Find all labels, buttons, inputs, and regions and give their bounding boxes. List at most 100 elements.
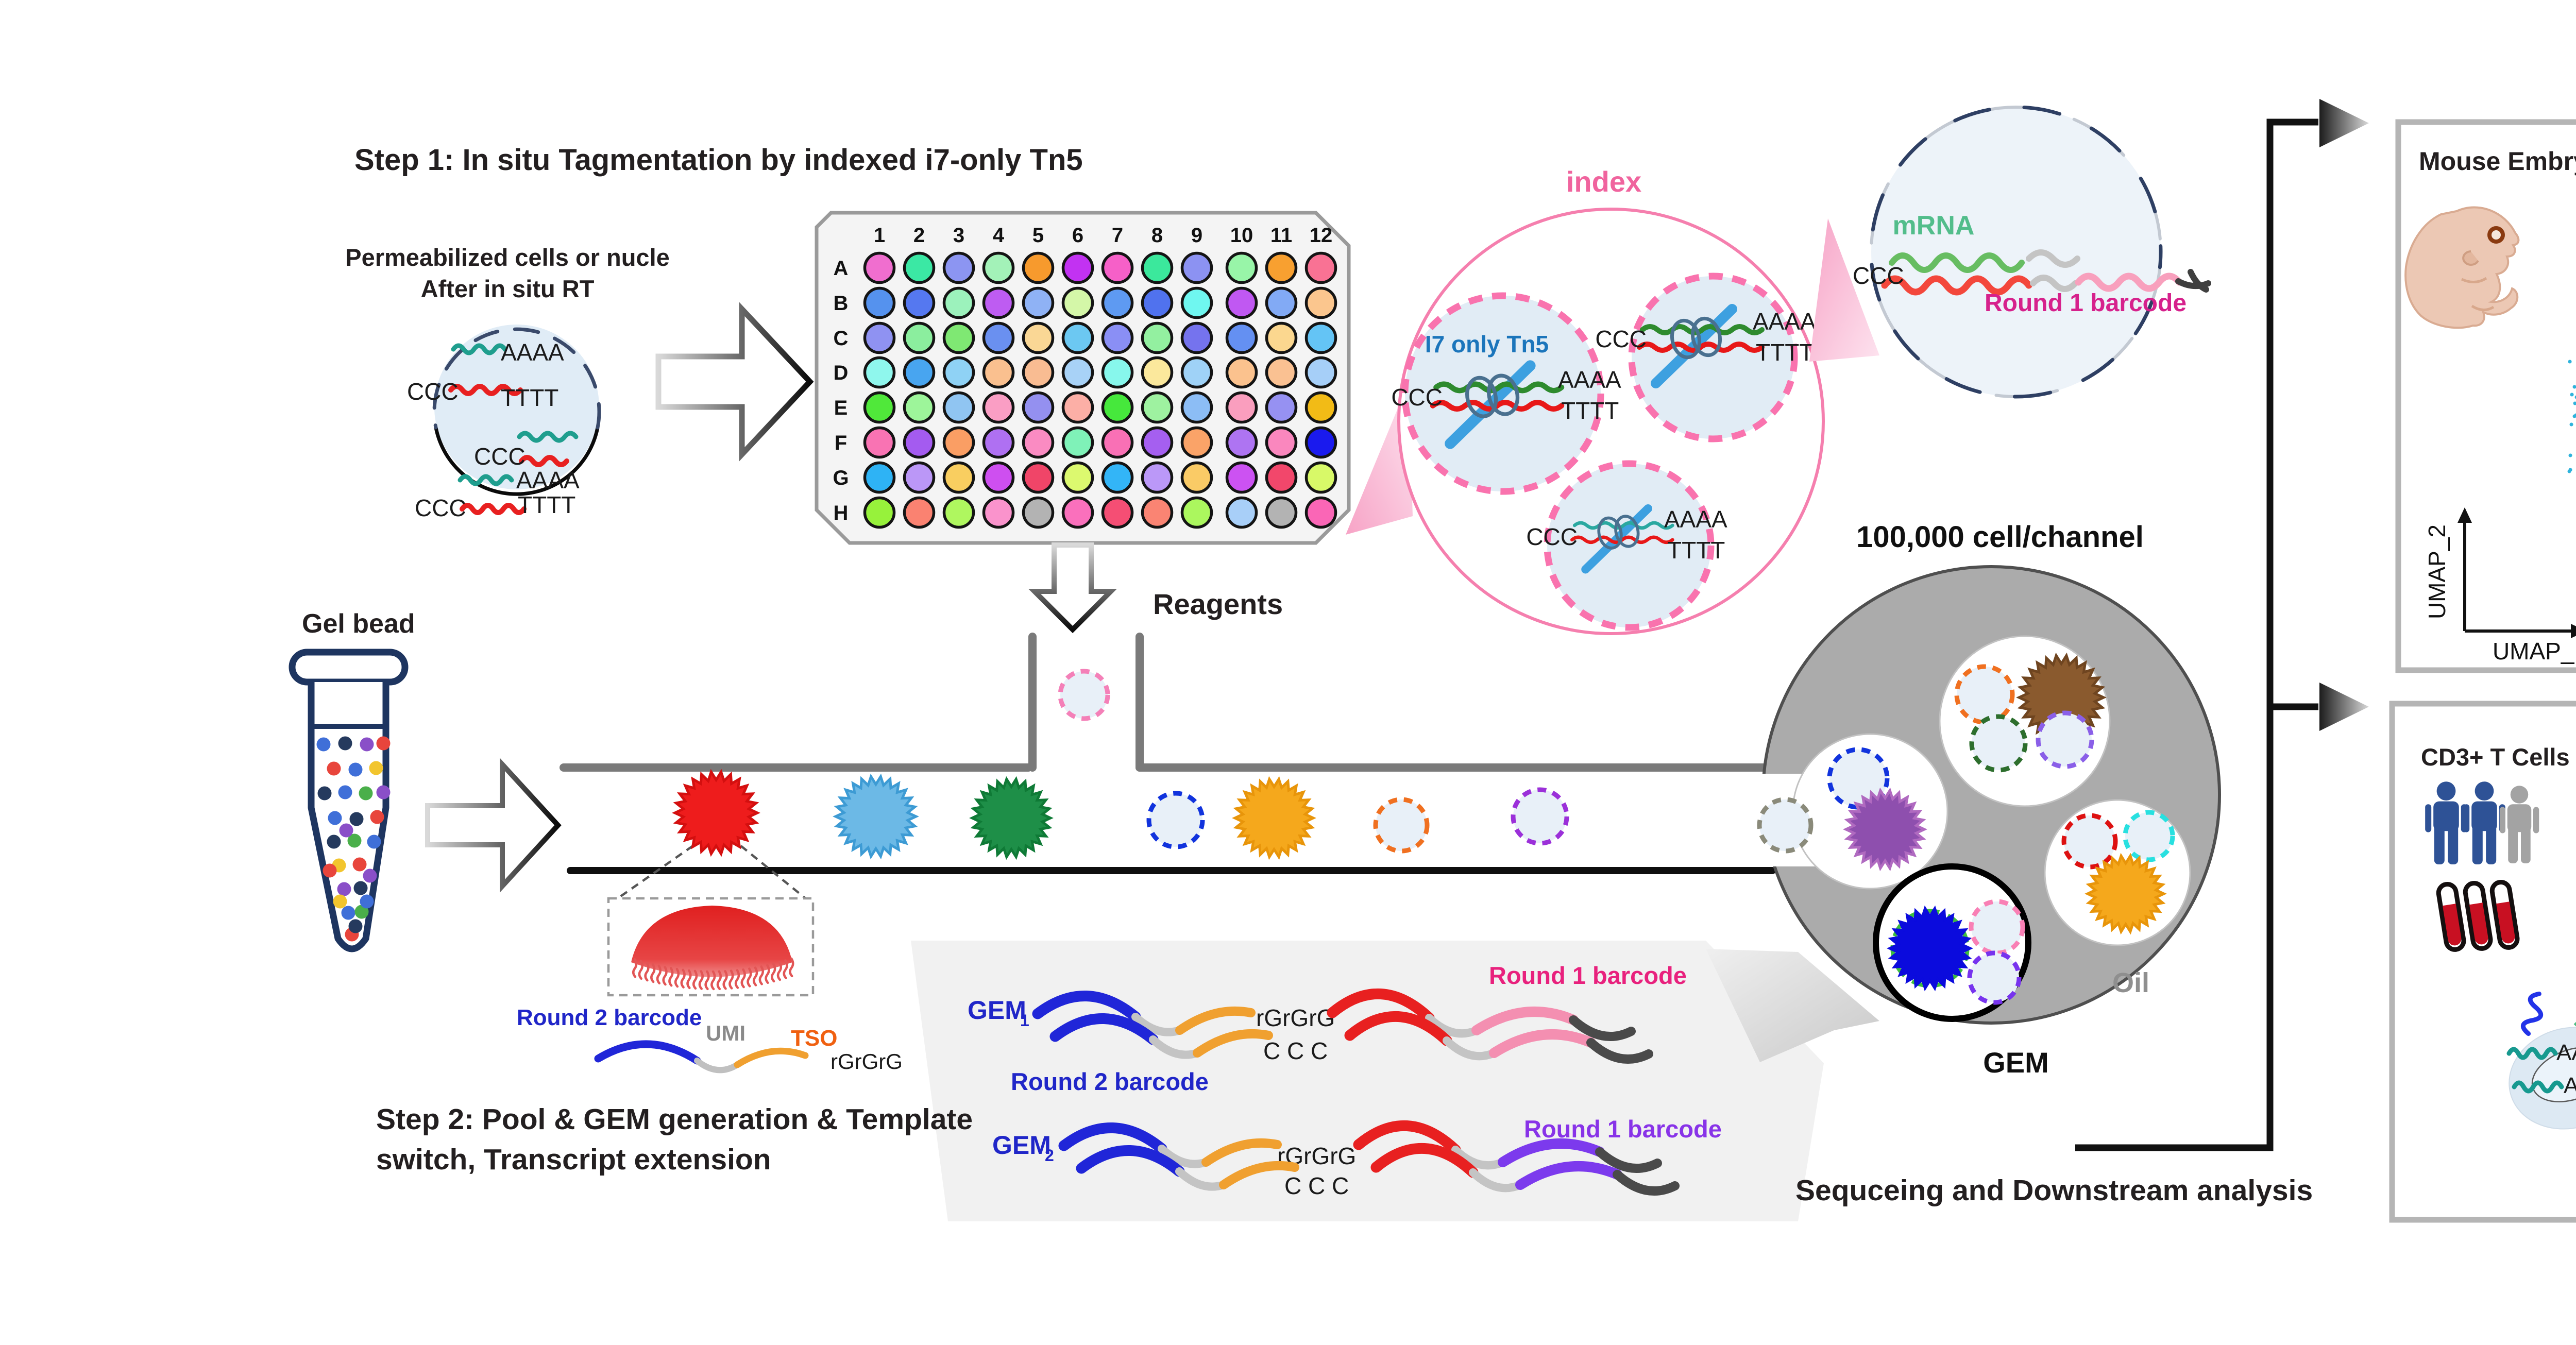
bead-oligo-seg xyxy=(694,1058,740,1074)
gel-bead-dot xyxy=(338,785,352,799)
plate-well xyxy=(1061,356,1094,389)
tube-blood xyxy=(2469,903,2488,945)
gem2-subscript: 2 xyxy=(1045,1146,1054,1165)
aaaa-label: AAAA xyxy=(1753,308,1816,335)
plate-well xyxy=(1180,356,1213,389)
gem-strand-seg xyxy=(1032,990,1141,1023)
embryo-body xyxy=(2404,206,2520,329)
gem-banner: GEM 1 GEM 2 Round 2 barcode Round 1 barc… xyxy=(968,962,1722,1199)
gem1-label: GEM xyxy=(968,996,1026,1025)
person-arm xyxy=(2425,804,2432,832)
inlet-bead xyxy=(1058,669,1110,721)
oil-label: Oil xyxy=(2112,967,2149,998)
gem-strand-seg xyxy=(1489,1029,1596,1058)
plate-well xyxy=(1225,496,1258,529)
plate-well xyxy=(863,251,896,284)
plate-well xyxy=(863,426,896,459)
transposome-ring xyxy=(1690,316,1722,357)
plate-well xyxy=(942,461,975,494)
plate-well xyxy=(1061,426,1094,459)
gem2-round1-label: Round 1 barcode xyxy=(1524,1115,1722,1143)
bead-primer xyxy=(783,959,788,979)
channel-cell xyxy=(672,769,760,857)
gem1-round1-label: Round 1 barcode xyxy=(1489,962,1687,989)
arrow-cell-to-plate xyxy=(655,302,814,462)
transposome-ring xyxy=(1597,516,1623,550)
microfluidic-channel xyxy=(560,633,1776,874)
panel-dimensionality-reduction: Dimensionality reduction Mouse Embryo UM… xyxy=(2395,119,2576,673)
rgrgrg-label: rGrGrG xyxy=(831,1049,903,1074)
permeabilized-caption-line2: After in situ RT xyxy=(421,275,595,302)
gem1-ccc-label: C C C xyxy=(1263,1037,1328,1064)
round2-barcode-label: Round 2 barcode xyxy=(517,1005,702,1030)
person-icon xyxy=(2425,781,2467,864)
plate-well xyxy=(903,391,936,424)
cell-body xyxy=(434,325,599,489)
channel-nucleus xyxy=(1373,797,1430,854)
bead-oligo-seg xyxy=(594,1040,701,1065)
tn5-bubble xyxy=(1628,273,1798,442)
plate-row-label: H xyxy=(834,502,849,524)
plate-well xyxy=(1265,356,1298,389)
linker-strand xyxy=(2030,275,2078,292)
plate-well xyxy=(863,356,896,389)
ccc-label: CCC xyxy=(1526,523,1578,550)
plate-row-label: B xyxy=(834,292,849,315)
person-head xyxy=(2436,781,2456,801)
droplet-nucleus xyxy=(1967,950,2022,1005)
person-head xyxy=(2510,786,2529,804)
tagged-cell-membrane xyxy=(1869,105,2163,399)
embryo-eye xyxy=(2487,226,2505,244)
droplet-cell xyxy=(1843,787,1927,872)
plate-well xyxy=(1225,461,1258,494)
arrowhead-to-clonal xyxy=(2319,683,2369,731)
plate-well xyxy=(982,251,1015,284)
embryo-forelimb xyxy=(2461,277,2487,283)
plate-well xyxy=(1265,461,1298,494)
plate-well xyxy=(942,356,975,389)
gel-bead-dot xyxy=(339,823,353,838)
plate-well xyxy=(1061,321,1094,354)
channel-nucleus xyxy=(1146,791,1205,849)
channel-nucleus xyxy=(1757,797,1814,854)
plate-well xyxy=(942,321,975,354)
gel-bead-dot xyxy=(348,919,363,933)
person-arm xyxy=(2499,807,2505,833)
gem2-ccc-label: C C C xyxy=(1284,1172,1349,1199)
bead-zoom-inset xyxy=(607,845,815,997)
gel-bead-dot xyxy=(369,761,383,775)
plate-column-label: 10 xyxy=(1230,224,1253,247)
bead-primer xyxy=(656,964,662,985)
plate-column-label: 1 xyxy=(874,224,885,247)
plate-well xyxy=(982,321,1015,354)
tube-gel-beads xyxy=(316,736,391,942)
plate-well xyxy=(1304,426,1337,459)
plate-well xyxy=(1180,496,1213,529)
transposome-ring xyxy=(1465,376,1498,418)
gem-strand-seg xyxy=(1613,1170,1680,1196)
blood-tube-icon xyxy=(2463,881,2493,951)
plate-well xyxy=(1061,391,1094,424)
plate-column-label: 12 xyxy=(1310,224,1333,247)
plate-column-label: 7 xyxy=(1112,224,1123,247)
gem-strand-seg xyxy=(1443,1036,1498,1061)
capacity-label: 100,000 cell/channel xyxy=(1856,520,2144,554)
aaaa-label: AAAA xyxy=(2556,1040,2576,1065)
plate-well xyxy=(982,286,1015,319)
aaaa-label: AAAA xyxy=(1558,366,1621,393)
plate-well xyxy=(1225,426,1258,459)
round1-barcode-strand xyxy=(2075,273,2183,292)
plate-well xyxy=(903,321,936,354)
blood-tube-icon xyxy=(2489,880,2520,950)
gem-strand-seg xyxy=(1353,1120,1461,1155)
channel-cell xyxy=(833,773,919,860)
aaaa-label: AAAA xyxy=(501,339,564,366)
gel-bead-dot xyxy=(360,894,374,909)
embryo-ear xyxy=(2462,250,2479,266)
droplet-cell xyxy=(1887,905,1973,992)
bead-primer xyxy=(728,969,734,990)
cdna-strand xyxy=(460,503,527,515)
transposome-ring xyxy=(1670,318,1702,360)
gem-strand-seg xyxy=(1425,1014,1481,1038)
